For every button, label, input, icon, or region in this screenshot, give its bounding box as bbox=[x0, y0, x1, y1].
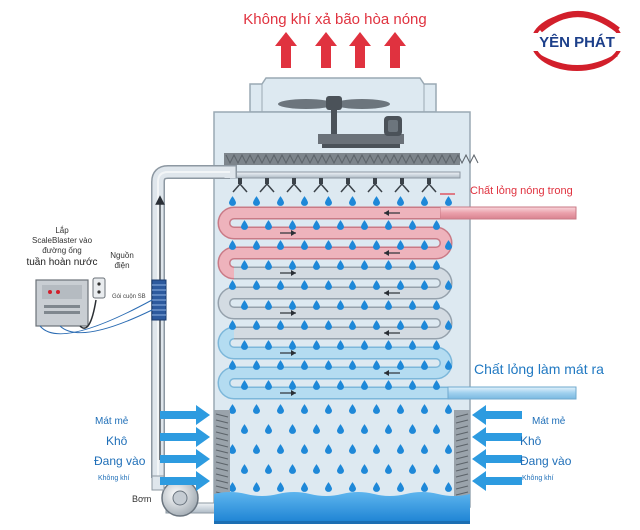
svg-text:đường ống: đường ống bbox=[42, 246, 82, 255]
power-cable bbox=[79, 299, 97, 329]
flow-arrow bbox=[280, 390, 296, 396]
water-basin bbox=[214, 492, 470, 522]
air-inlet-louvers bbox=[214, 410, 470, 502]
pump-label: Bơm bbox=[132, 494, 151, 504]
air-right-dry: Khô bbox=[520, 434, 542, 448]
flow-direction-arrows bbox=[280, 210, 400, 396]
spray-nozzle-icon bbox=[421, 178, 437, 193]
air-right-incoming: Đang vào bbox=[520, 454, 572, 468]
flow-arrow bbox=[384, 290, 400, 296]
flow-arrow bbox=[384, 210, 400, 216]
spray-nozzle-icon bbox=[259, 178, 275, 193]
coil-wrap-label: Gói cuộn SB bbox=[112, 294, 146, 300]
flow-arrow bbox=[280, 350, 296, 356]
recirculation-pipe bbox=[151, 165, 237, 478]
fan-icon bbox=[278, 96, 404, 148]
cool-fluid-out-label: Chất lỏng làm mát ra bbox=[474, 361, 604, 377]
air-right-cool: Mát mẻ bbox=[532, 416, 566, 427]
flow-arrow bbox=[280, 310, 296, 316]
svg-text:Lắp: Lắp bbox=[55, 226, 69, 235]
exhaust-arrows bbox=[275, 32, 406, 68]
spray-nozzle-icon bbox=[367, 178, 383, 193]
svg-text:ScaleBlaster vào: ScaleBlaster vào bbox=[32, 236, 93, 245]
svg-text:tuần hoàn nước: tuần hoàn nước bbox=[26, 256, 97, 268]
heat-exchange-coil bbox=[217, 206, 577, 400]
air-left-cool: Mát mẻ bbox=[95, 416, 129, 427]
power-label-1: Nguồn bbox=[110, 251, 134, 260]
spray-nozzle-icon bbox=[286, 178, 302, 193]
air-left-incoming: Đang vào bbox=[94, 454, 146, 468]
motor-icon bbox=[384, 116, 402, 136]
spray-header bbox=[221, 171, 461, 179]
air-left-dry: Khô bbox=[106, 434, 128, 448]
spray-nozzle-icon bbox=[232, 178, 248, 193]
scaleblaster-unit-icon bbox=[35, 279, 89, 327]
spray-nozzle-icon bbox=[394, 178, 410, 193]
power-outlet-icon bbox=[92, 277, 106, 299]
air-right-air: Không khí bbox=[522, 475, 554, 482]
flow-arrow bbox=[384, 250, 400, 256]
svg-text:YÊN PHÁT: YÊN PHÁT bbox=[539, 33, 615, 51]
power-label-2: điện bbox=[114, 261, 129, 270]
yen-phat-logo: YÊN PHÁT bbox=[528, 11, 626, 71]
flow-arrow bbox=[280, 270, 296, 276]
hot-fluid-in-label: Chất lỏng nóng trong bbox=[470, 185, 573, 197]
scaleblaster-note: Lắp ScaleBlaster vào đường ống tuần hoàn… bbox=[26, 226, 97, 268]
flow-arrow bbox=[384, 370, 400, 376]
air-inlet-arrows-left bbox=[160, 405, 210, 491]
flow-arrow bbox=[384, 330, 400, 336]
spray-nozzle-icon bbox=[313, 178, 329, 193]
air-left-air: Không khí bbox=[98, 475, 130, 482]
exhaust-air-title: Không khí xả bão hòa nóng bbox=[243, 11, 427, 28]
spray-nozzle-icon bbox=[340, 178, 356, 193]
coil-cables bbox=[39, 299, 153, 335]
spray-nozzles bbox=[232, 178, 437, 193]
flow-arrow bbox=[280, 230, 296, 236]
air-inlet-arrows-right bbox=[472, 405, 522, 491]
